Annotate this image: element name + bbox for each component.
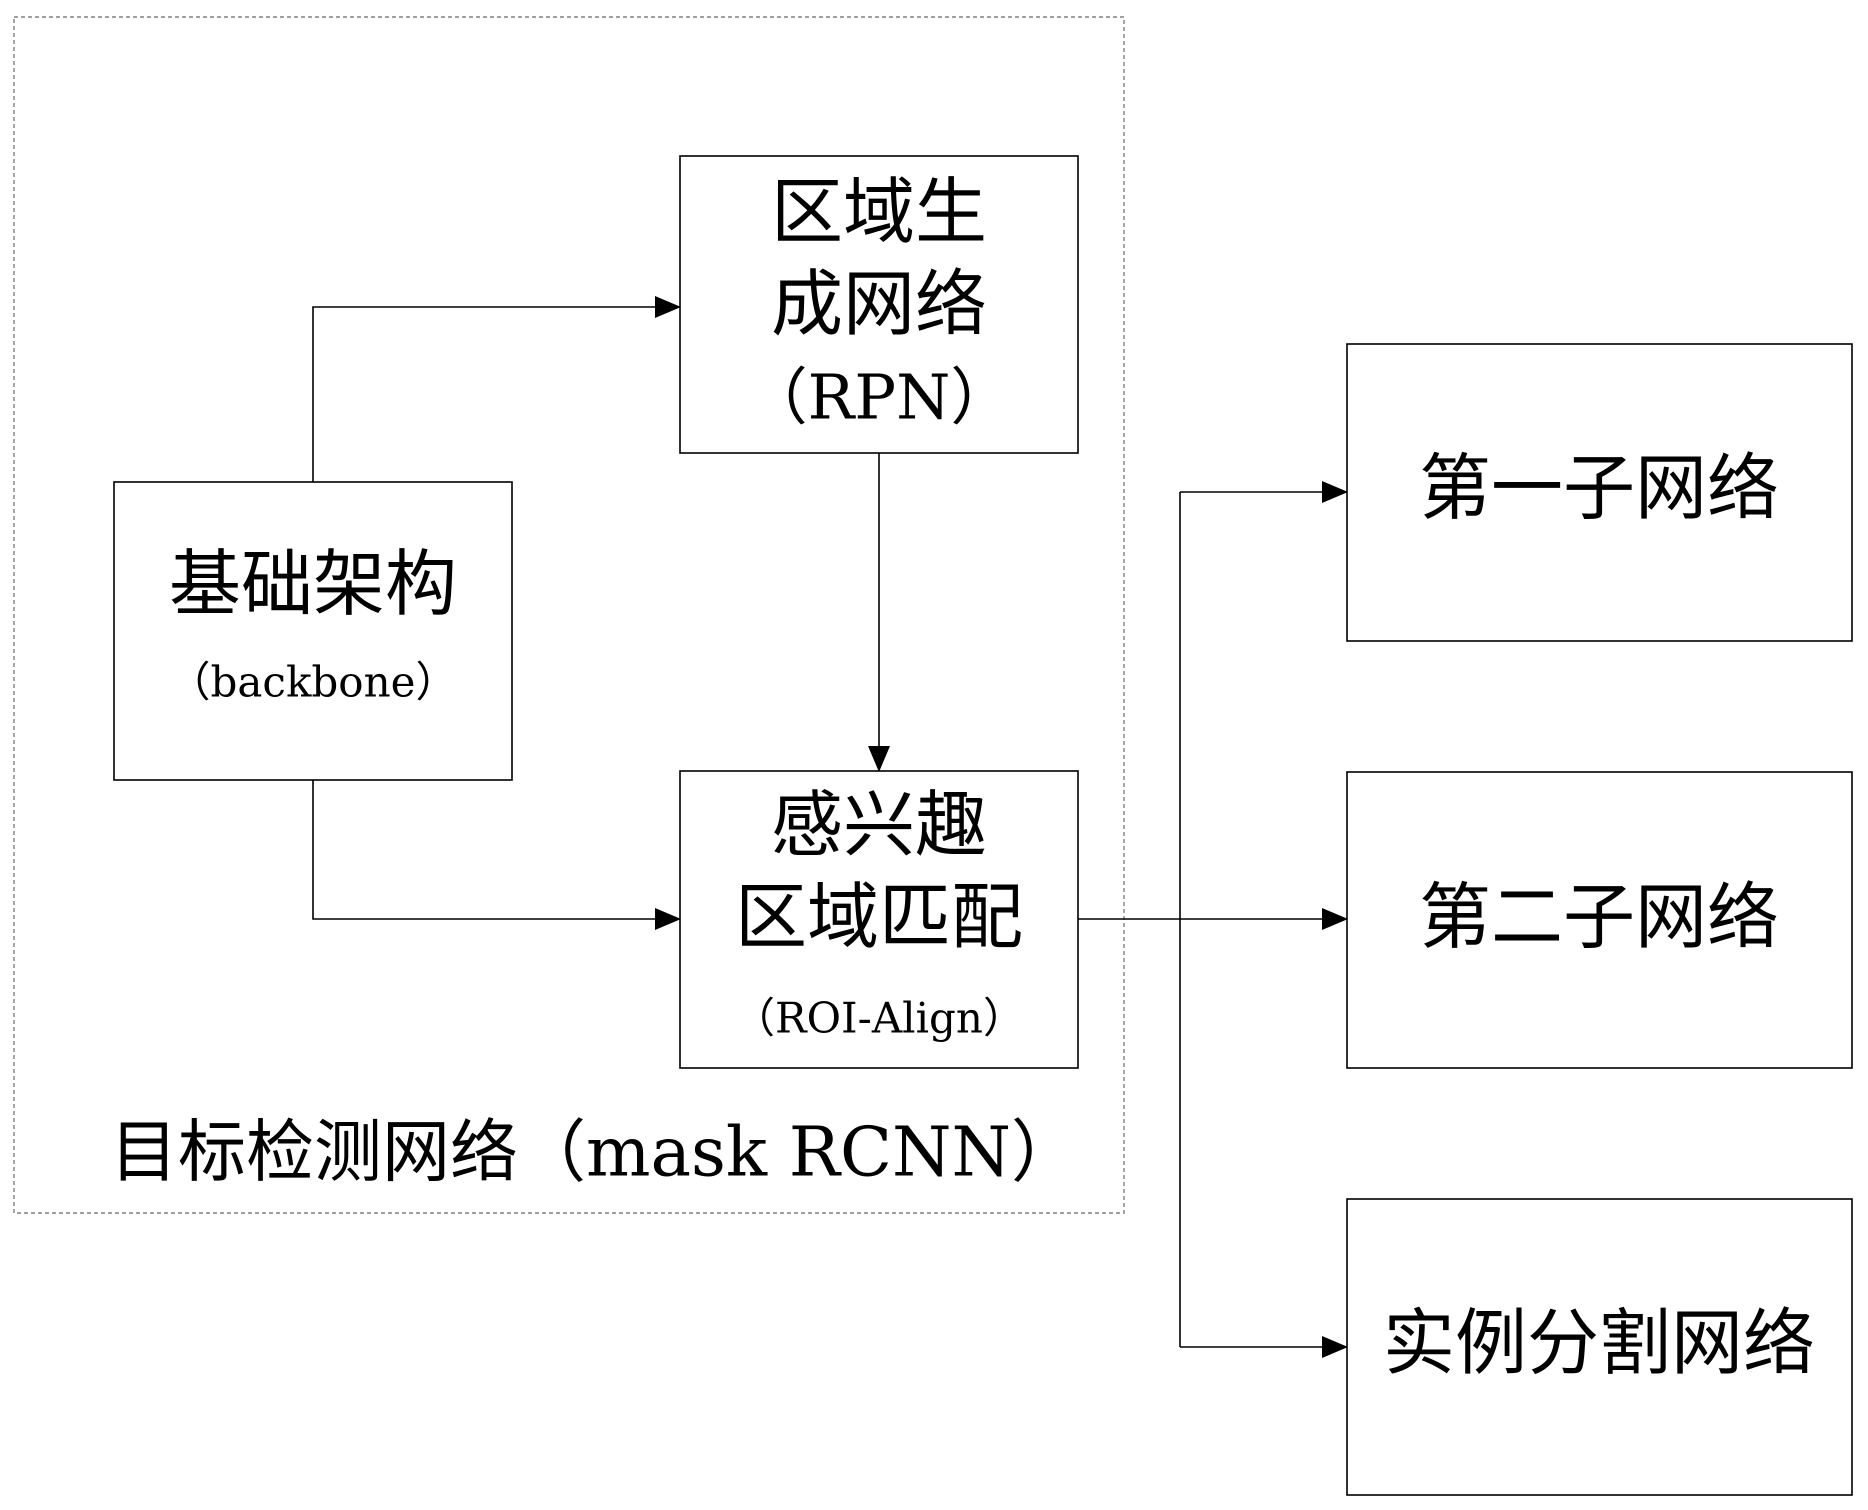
node-instance-seg: 实例分割网络 xyxy=(1346,1198,1853,1496)
node-subnet2: 第二子网络 xyxy=(1346,771,1853,1069)
node-rpn-line1: 区域生 xyxy=(771,170,987,254)
node-rpn-box xyxy=(679,155,1079,454)
detection-network-label: 目标检测网络（mask RCNN） xyxy=(110,1114,1079,1193)
node-subnet1: 第一子网络 xyxy=(1346,343,1853,642)
node-subnet1-label: 第一子网络 xyxy=(1419,446,1779,530)
node-subnet1-box xyxy=(1346,343,1853,642)
edge-backbone-to-rpn xyxy=(312,296,681,482)
node-backbone-subtitle: （backbone） xyxy=(169,658,458,707)
node-backbone-box xyxy=(113,481,513,781)
node-instance-seg-label: 实例分割网络 xyxy=(1383,1301,1815,1385)
node-rpn-line2: 成网络 xyxy=(771,262,987,346)
detection-network-container xyxy=(13,16,1125,1214)
node-roi-align-line2: 区域匹配 xyxy=(735,875,1023,959)
node-roi-align-line3: （ROI-Align） xyxy=(733,994,1025,1043)
node-rpn-line3: （RPN） xyxy=(746,361,1013,434)
node-roi-align-line1: 感兴趣 xyxy=(771,783,987,867)
node-subnet2-box xyxy=(1346,771,1853,1069)
node-subnet2-label: 第二子网络 xyxy=(1419,875,1779,959)
node-roi-align-box xyxy=(679,770,1079,1069)
node-backbone: 基础架构 （backbone） xyxy=(113,481,513,781)
node-rpn: 区域生 成网络 （RPN） xyxy=(679,155,1079,454)
edge-backbone-to-roi-align xyxy=(312,780,681,930)
node-backbone-title: 基础架构 xyxy=(169,542,457,626)
node-roi-align: 感兴趣 区域匹配 （ROI-Align） xyxy=(679,770,1079,1069)
node-instance-seg-box xyxy=(1346,1198,1853,1496)
